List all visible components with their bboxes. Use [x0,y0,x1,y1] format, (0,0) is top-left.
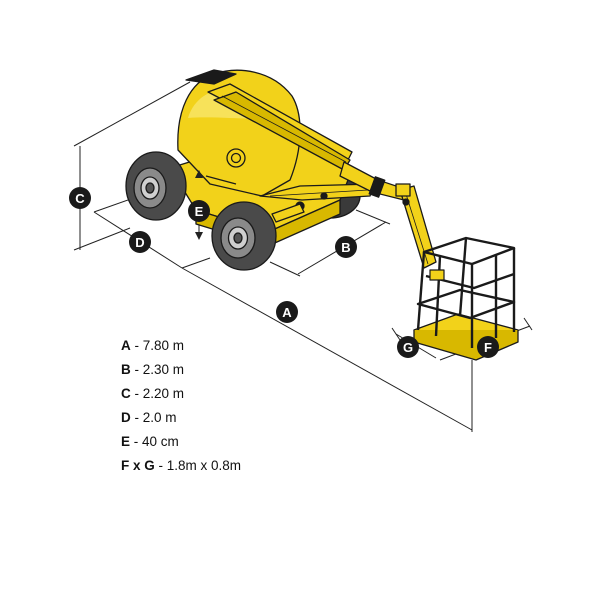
legend-value: 1.8m x 0.8m [166,458,242,473]
badge-g: G [397,336,419,358]
legend-key: C [121,386,131,401]
legend-key: F x G [121,458,155,473]
dimension-a-line [181,267,473,431]
jib [399,185,437,269]
badge-g-label: G [403,340,413,355]
legend-item-e: E - 40 cm [121,433,241,457]
legend-value: 7.80 m [142,338,185,353]
legend-key: A [121,338,131,353]
badge-c: C [69,187,91,209]
legend-item-b: B - 2.30 m [121,361,241,385]
dimensions-legend: A - 7.80 m B - 2.30 m C - 2.20 m D - 2.0… [121,337,241,481]
badge-d: D [129,231,151,253]
badge-a-label: A [282,305,292,320]
legend-key: D [121,410,131,425]
legend-item-c: C - 2.20 m [121,385,241,409]
badge-f-label: F [484,340,492,355]
badge-b-label: B [341,240,350,255]
badge-c-label: C [75,191,85,206]
legend-separator: - [130,338,143,353]
legend-value: 2.20 m [142,386,185,401]
badge-e-label: E [195,204,204,219]
badge-f: F [477,336,499,358]
front-left-wheel [211,201,277,271]
legend-value: 2.0 m [142,410,177,425]
legend-separator: - [130,386,143,401]
badge-d-label: D [135,235,144,250]
badge-b: B [335,236,357,258]
dimension-e-arrows [195,170,203,240]
badge-a: A [276,301,298,323]
badge-e: E [188,200,210,222]
legend-value: 2.30 m [142,362,185,377]
turret-emblem [226,148,246,168]
legend-separator: - [154,458,167,473]
legend-separator: - [130,410,143,425]
legend-key: E [121,434,131,449]
boom-lift [125,69,519,361]
legend-value: 40 cm [142,434,179,449]
rear-left-wheel [125,151,187,221]
legend-item-a: A - 7.80 m [121,337,241,361]
legend-item-d: D - 2.0 m [121,409,241,433]
legend-key: B [121,362,131,377]
legend-separator: - [130,434,143,449]
legend-item-fxg: F x G - 1.8m x 0.8m [121,457,241,481]
legend-separator: - [130,362,143,377]
